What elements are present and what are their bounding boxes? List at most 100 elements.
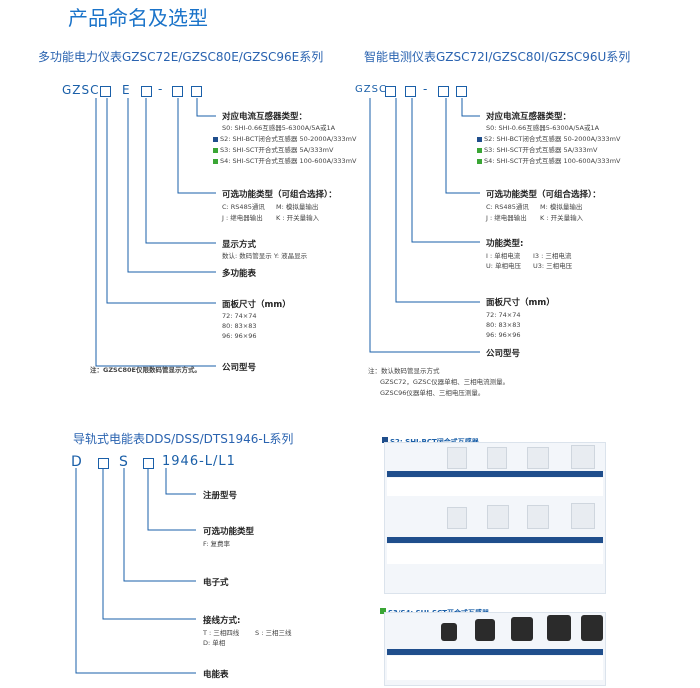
left-ct-item-2: S3: SHI-SCT开合式互感器 5A/333mV	[213, 144, 333, 154]
left-ct-item-3: S4: SHI-SCT开合式互感器 100-600A/333mV	[213, 155, 356, 165]
left-opt-r2a: J : 继电器输出	[222, 214, 263, 222]
s2-marker-icon	[382, 436, 388, 443]
left-size-1: 80: 83×83	[222, 322, 257, 330]
right-note-3: GZSC96仪器单相、三相电压测量。	[380, 389, 485, 397]
right-code-dash: -	[423, 82, 429, 96]
right-opt-r2a: J : 继电器输出	[486, 214, 527, 222]
right-heading: 智能电测仪表GZSC72I/GZSC80I/GZSC96U系列	[364, 50, 631, 64]
bct-product-image	[487, 447, 507, 469]
sct-spec-header	[387, 649, 603, 655]
left-disp-desc: 数认: 数码管显示 Y: 液晶显示	[222, 252, 308, 260]
right-opt-title: 可选功能类型（可组合选择）：	[486, 190, 601, 200]
left-code-e: E	[122, 83, 131, 97]
right-func-title: 功能类型:	[486, 239, 524, 249]
left-ct-title: 对应电流互感器类型：	[222, 112, 308, 122]
bottom-opt-title: 可选功能类型	[203, 527, 255, 537]
bct-spec-header	[387, 537, 603, 543]
page-title: 产品命名及选型	[68, 6, 208, 30]
right-size-0: 72: 74×74	[486, 311, 521, 319]
left-opt-r2b: K : 开关量输入	[276, 214, 320, 222]
left-note: 注：GZSC80E仅限数码管显示方式。	[90, 366, 201, 374]
left-panel-title: 面板尺寸（mm）	[222, 300, 291, 310]
bottom-wire-r1b: S : 三相三线	[255, 629, 292, 637]
sct-spec-rows	[387, 656, 603, 680]
bottom-code-box-1	[98, 458, 109, 469]
left-code-box-3	[172, 86, 183, 97]
left-ct-item-2-text: S3: SHI-SCT开合式互感器 5A/333mV	[220, 146, 334, 154]
left-heading: 多功能电力仪表GZSC72E/GZSC80E/GZSC96E系列	[38, 50, 324, 64]
right-note: 注：数认数码管显示方式	[368, 367, 440, 375]
right-opt-r1a: C: RS485通讯	[486, 203, 529, 211]
sct-product-image	[441, 623, 457, 641]
bct-product-panel	[384, 442, 606, 594]
s2-marker-icon	[213, 136, 218, 142]
left-size-2: 96: 96×96	[222, 332, 257, 340]
left-code-dash: -	[158, 82, 164, 96]
bct-product-image	[571, 503, 595, 529]
right-ct-item-2-text: S3: SHI-SCT开合式互感器 5A/333mV	[484, 146, 598, 154]
bottom-wire-r2: D: 单相	[203, 639, 226, 647]
bottom-opt-desc: F: 复费率	[203, 540, 230, 548]
right-code-prefix: GZSC	[355, 84, 387, 95]
right-ct-title: 对应电流互感器类型：	[486, 112, 572, 122]
s3-marker-icon	[380, 607, 386, 614]
right-code-box-4	[456, 86, 467, 97]
s2-marker-icon	[477, 136, 482, 142]
left-ct-item-1: S2: SHI-BCT闭合式互感器 50-2000A/333mV	[213, 133, 356, 143]
left-opt-title: 可选功能类型（可组合选择）：	[222, 190, 337, 200]
bottom-heading: 导轨式电能表DDS/DSS/DTS1946-L系列	[73, 432, 294, 446]
right-ct-item-1-text: S2: SHI-BCT闭合式互感器 50-2000A/333mV	[484, 135, 621, 143]
right-size-1: 80: 83×83	[486, 321, 521, 329]
bct-product-image	[527, 447, 549, 469]
bottom-code-box-2	[143, 458, 154, 469]
left-opt-r1b: M: 模拟量输出	[276, 203, 319, 211]
left-code-box-4	[191, 86, 202, 97]
right-ct-item-2: S3: SHI-SCT开合式互感器 5A/333mV	[477, 144, 597, 154]
left-code-box-2	[141, 86, 152, 97]
bct-product-image	[527, 505, 549, 529]
sct-product-panel	[384, 612, 606, 686]
sct-product-image	[511, 617, 533, 641]
left-ct-item-1-text: S2: SHI-BCT闭合式互感器 50-2000A/333mV	[220, 135, 357, 143]
left-disp-title: 显示方式	[222, 240, 257, 250]
bottom-code-s: S	[119, 454, 129, 470]
right-ct-item-3-text: S4: SHI-SCT开合式互感器 100-600A/333mV	[484, 157, 621, 165]
right-note-2: GZSC72，GZSC仪器单相、三相电流测量。	[380, 378, 510, 386]
bct-spec-header	[387, 471, 603, 477]
right-code-box-3	[438, 86, 449, 97]
right-ct-item-3: S4: SHI-SCT开合式互感器 100-600A/333mV	[477, 155, 620, 165]
left-code-prefix: GZSC	[62, 83, 100, 97]
bottom-code-suffix: 1946-L/L1	[162, 454, 236, 469]
bct-product-image	[487, 505, 509, 529]
bct-product-image	[571, 445, 595, 469]
left-opt-r1a: C: RS485通讯	[222, 203, 265, 211]
s4-marker-icon	[477, 158, 482, 164]
bottom-code-d: D	[71, 454, 83, 470]
right-code-box-1	[385, 86, 396, 97]
bottom-wire-r1a: T : 三相四线	[203, 629, 240, 637]
right-ct-item-1: S2: SHI-BCT闭合式互感器 50-2000A/333mV	[477, 133, 620, 143]
right-opt-r1b: M: 模拟量输出	[540, 203, 583, 211]
right-ct-item-0: S0: SHI-0.66互感器5-6300A/5A或1A	[486, 124, 600, 132]
right-func-r1b: I3 : 三相电流	[533, 252, 572, 260]
sct-product-image	[581, 615, 603, 641]
left-ct-item-3-text: S4: SHI-SCT开合式互感器 100-600A/333mV	[220, 157, 357, 165]
bct-spec-rows	[387, 544, 603, 564]
s3-marker-icon	[477, 147, 482, 153]
left-company: 公司型号	[222, 363, 257, 373]
sct-product-image	[547, 615, 571, 641]
left-size-0: 72: 74×74	[222, 312, 257, 320]
right-code-box-2	[405, 86, 416, 97]
sct-product-image	[475, 619, 495, 641]
bct-product-image	[447, 507, 467, 529]
left-multi: 多功能表	[222, 269, 257, 279]
right-opt-r2b: K : 开关量输入	[540, 214, 584, 222]
right-size-2: 96: 96×96	[486, 331, 521, 339]
s4-marker-icon	[213, 158, 218, 164]
left-code-box-1	[100, 86, 111, 97]
bct-spec-rows	[387, 478, 603, 496]
right-func-r2b: U3: 三相电压	[533, 262, 573, 270]
bottom-reg: 注册型号	[203, 491, 238, 501]
left-ct-item-0: S0: SHI-0.66互感器5-6300A/5A或1A	[222, 124, 336, 132]
